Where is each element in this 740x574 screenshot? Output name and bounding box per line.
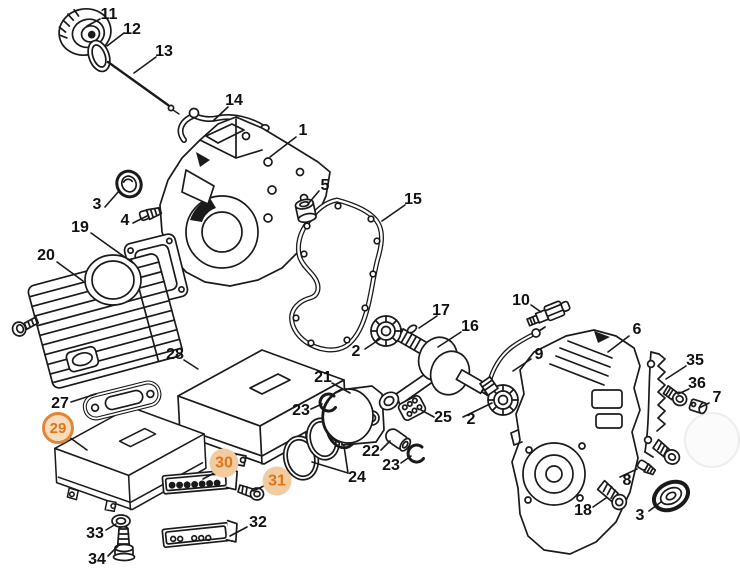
part-label-30-28[interactable]: 30 bbox=[209, 448, 239, 478]
part-label-31-31[interactable]: 31 bbox=[262, 466, 292, 496]
part-key-17 bbox=[406, 324, 418, 334]
part-oil-line-9 bbox=[479, 326, 546, 397]
part-nut-7 bbox=[688, 398, 708, 415]
part-bolt-36 bbox=[662, 384, 688, 407]
part-spark-plug-10 bbox=[526, 300, 571, 327]
part-crankshaft-16 bbox=[378, 324, 500, 411]
leader-lines bbox=[56, 18, 710, 557]
part-bolt-lower bbox=[652, 438, 681, 465]
part-screw-34 bbox=[112, 525, 136, 562]
part-lever-14 bbox=[177, 107, 270, 143]
part-bolt-cylinder bbox=[11, 316, 40, 337]
part-label-29-26[interactable]: 29 bbox=[42, 412, 74, 444]
part-gasket-15 bbox=[289, 197, 384, 353]
part-screw-8 bbox=[636, 459, 657, 476]
part-bolt-18 bbox=[596, 479, 628, 511]
part-screw-4 bbox=[138, 206, 163, 222]
part-plate-35 bbox=[643, 351, 666, 458]
part-pin-22 bbox=[385, 428, 412, 452]
watermark-circle bbox=[684, 412, 740, 468]
part-crankcase-1 bbox=[159, 116, 331, 287]
part-rod-13 bbox=[106, 60, 180, 115]
part-piston-21 bbox=[321, 385, 385, 446]
part-seal-3-top bbox=[115, 169, 143, 199]
part-cylinder-20 bbox=[27, 253, 183, 389]
part-screen-32 bbox=[161, 519, 238, 549]
part-engine-housing-6 bbox=[510, 329, 641, 555]
part-seal-3-bottom bbox=[651, 479, 691, 513]
part-circlip-23-left bbox=[318, 392, 337, 413]
part-oring-12 bbox=[87, 39, 111, 73]
part-bushing-5 bbox=[294, 198, 317, 224]
part-circlip-23-right bbox=[406, 443, 425, 464]
part-gasket-27 bbox=[82, 380, 162, 421]
part-needle-cage-25 bbox=[397, 394, 427, 422]
